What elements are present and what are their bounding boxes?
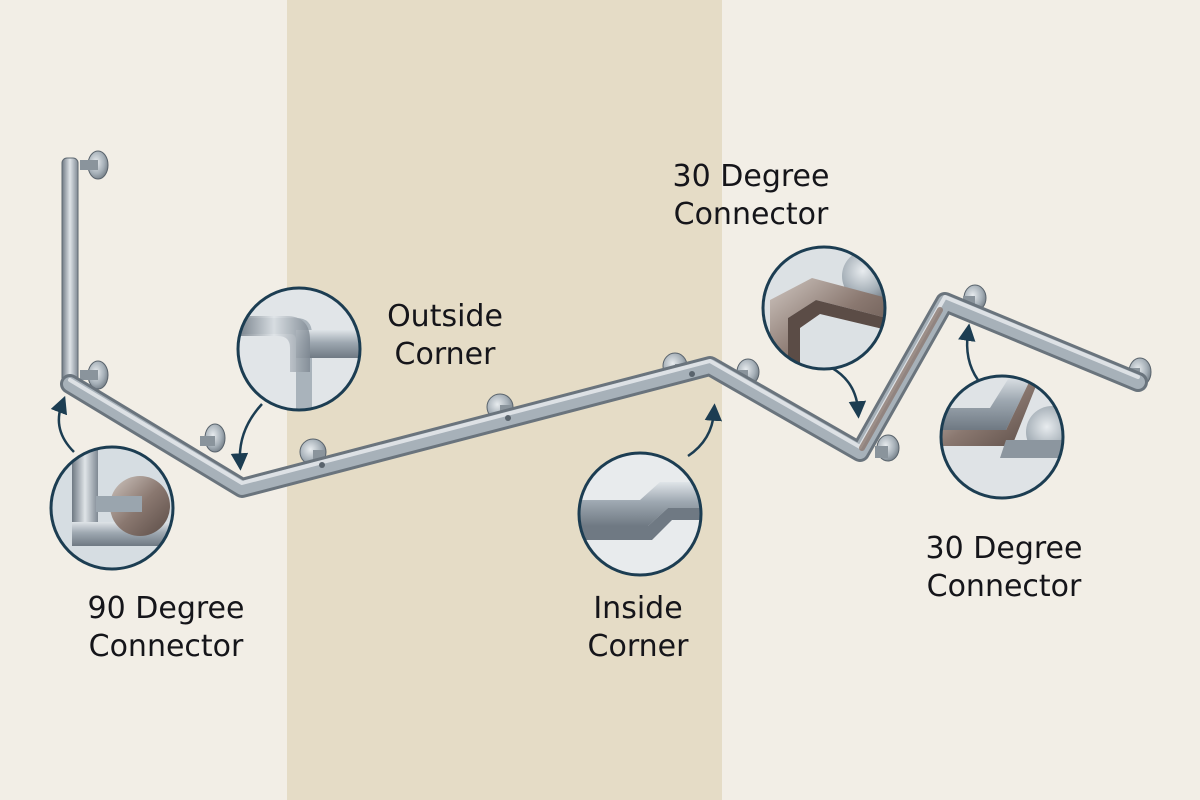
inside-corner-icon [577, 451, 703, 577]
label-30-degree-connector-bottom: 30 Degree Connector [926, 530, 1083, 606]
wall-flange [875, 434, 900, 462]
label-line-2: Corner [394, 337, 496, 372]
arrow-90-degree [50, 395, 75, 453]
wall-flange [200, 423, 226, 453]
label-line-1: Outside [387, 299, 503, 334]
label-line-1: 30 Degree [925, 531, 1083, 566]
label-line-2: Corner [587, 629, 689, 664]
30-degree-connector-icon [939, 374, 1065, 500]
outside-corner-icon [236, 286, 362, 412]
pointer-arrows [50, 323, 980, 471]
arrow-30-degree-top [831, 366, 867, 419]
callout-90-degree-connector [49, 445, 175, 571]
label-line-1: 90 Degree [87, 591, 245, 626]
90-degree-connector-icon [49, 445, 175, 571]
label-line-2: Connector [88, 629, 244, 664]
callout-inside-corner [577, 451, 703, 577]
wall-flange [80, 360, 109, 390]
label-line-1: 30 Degree [672, 159, 830, 194]
grab-bar-rail [60, 157, 1148, 498]
label-line-2: Connector [926, 569, 1082, 604]
30-degree-connector-icon [761, 245, 887, 371]
callout-30-degree-connector-top [761, 245, 887, 371]
label-30-degree-connector-top: 30 Degree Connector [673, 158, 830, 234]
label-line-1: Inside [593, 591, 683, 626]
arrow-outside-corner [230, 403, 263, 471]
callout-30-degree-connector-bottom [939, 374, 1065, 500]
arrow-inside-corner [687, 403, 723, 458]
wall-flange [80, 150, 109, 180]
label-outside-corner: Outside Corner [387, 298, 503, 374]
arrow-30-degree-bottom [958, 323, 980, 381]
callout-outside-corner [236, 286, 362, 412]
label-line-2: Connector [673, 197, 829, 232]
label-90-degree-connector: 90 Degree Connector [88, 590, 245, 666]
label-inside-corner: Inside Corner [588, 590, 689, 666]
